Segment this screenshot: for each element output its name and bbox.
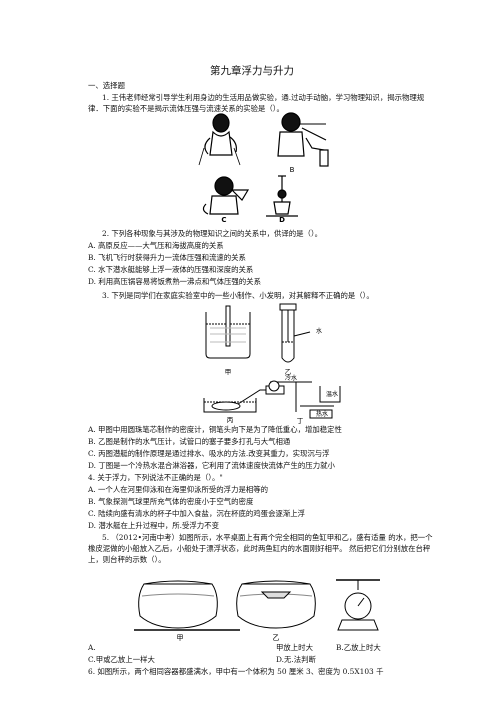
question-4-option-a: A. 一个人在河里仰泳和在海里仰泳所受的浮力是相等的	[88, 485, 269, 494]
question-4-option-b: B. 气象探测气球里所充气体的密度小于空气的密度	[88, 497, 254, 506]
page-title: 第九章浮力与升力	[210, 65, 294, 77]
figure-yi-test-tube	[279, 303, 311, 363]
fish-tank-jia	[134, 580, 240, 631]
question-5-figure: 甲 乙	[134, 579, 380, 642]
question-2-option-a: A. 高原反应——大气压和海拔高度的关系	[88, 241, 224, 250]
question-4-option-c: C. 陆续向盛有清水的杯子中加入食盐，沉在杯底的鸡蛋会逐渐上浮	[88, 509, 306, 518]
figure-b-person-straw	[277, 112, 329, 167]
figure-label-yi: 乙	[285, 368, 292, 376]
figure-label-tank-jia: 甲	[177, 634, 184, 642]
figure-label-cold-water: 冷水	[285, 374, 297, 382]
platform-scale-icon	[336, 579, 380, 631]
fish-tank-yi	[236, 580, 316, 629]
question-2-stem: 2. 下列各种现象与其涉及的物理知识之间的关系中，供译的是（）。	[102, 229, 323, 238]
figure-d-apparatus	[266, 175, 298, 217]
figure-label-hot-water: 热水	[316, 410, 328, 418]
question-4-option-d: D. 潜水艇在上升过程中，所.受浮力不变	[88, 521, 219, 530]
question-1-figure: B C D	[198, 112, 329, 222]
figure-label-ding: 丁	[297, 417, 304, 424]
question-5-option-d: D.无.法判断	[276, 655, 316, 664]
question-1-text: 1. 王伟老师经常引导学生利用身边的生活用品做实验，通.过动手动脑，学习物理知识…	[88, 93, 425, 113]
figure-label-water: 水	[316, 327, 322, 335]
figure-label-bing: 丙	[227, 416, 234, 424]
figure-label-c: C	[221, 216, 226, 222]
figure-a-person-paper	[198, 113, 241, 166]
figure-label-b: B	[290, 166, 295, 174]
section-heading: 一、选择题	[88, 81, 125, 90]
question-3-option-c: C. 丙图潜艇的制作原理是通过排水、吸水的方法.改变其重力，实现沉与浮	[88, 449, 330, 458]
figure-label-d: D	[279, 216, 285, 222]
question-5-text: 5. （2012•河南中考）如图所示，水平桌面上有两个完全相同的鱼缸甲和乙，盛有…	[88, 533, 433, 564]
question-3-stem: 3. 下列是同学们在家庭实验室中的一些小制作、小发明，对其解释不正确的是（）。	[102, 291, 374, 300]
question-5-option-a: A.	[88, 643, 96, 652]
clay-boat-icon	[260, 591, 292, 599]
figure-label-jia: 甲	[225, 368, 232, 376]
question-6-text: 6. 如图所示，两个相同容器都盛满水，甲中有一个体积为 50 厘米 3、密度为 …	[88, 667, 384, 676]
question-3-option-a: A. 甲图中用圆珠笔芯制作的密度计，铜笔头向下是为了降低重心，增加稳定性	[88, 425, 342, 434]
question-5-option-a-text: 甲放上时大	[276, 643, 313, 652]
figure-c-person-funnel	[202, 176, 250, 215]
question-2-option-d: D. 利用高压锅容易将饭煮熟一沸点和气体压强的关系	[88, 277, 261, 286]
figure-label-tank-yi: 乙	[273, 634, 280, 642]
question-5-option-c: C.甲或乙放上一样大	[88, 655, 155, 664]
question-5-option-b: B.乙放上时大	[336, 643, 381, 652]
question-2-option-c: C. 水下潜水艇能够上浮一液体的压强和深度的关系	[88, 265, 254, 274]
question-3-option-d: D. 丁图是一个冷热水混合淋浴器，它利用了流体速度快流体产生的压力就小	[88, 461, 335, 470]
question-2-option-b: B. 飞机飞行时获得升力一流体压强和流速的关系	[88, 253, 246, 262]
question-3-option-b: B. 乙图是制作的水气压计，试管口的塞子要多打孔与大气相通	[88, 437, 291, 446]
figure-label-warm-water: 温水	[326, 390, 338, 398]
question-3-figure: 甲 水 乙 丙 冷水 温水 热水 丁	[203, 303, 341, 424]
figure-ding-mixer	[268, 380, 341, 419]
question-4-stem: 4. 关于浮力，下列说法不正确的是（）。"	[88, 473, 223, 482]
figure-jia-beaker	[205, 305, 251, 359]
